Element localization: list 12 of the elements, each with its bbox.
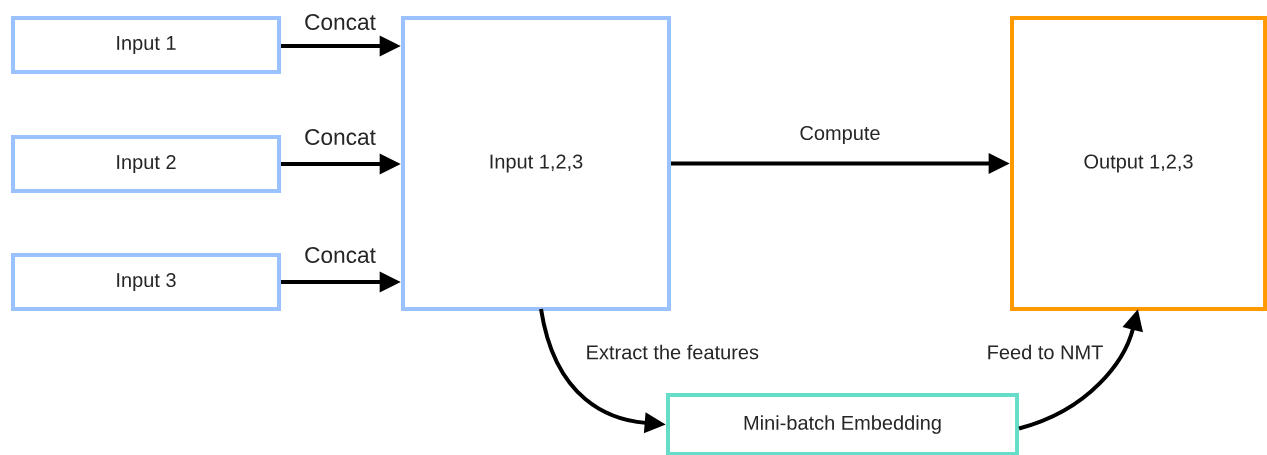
edge-label: Compute bbox=[800, 125, 880, 145]
edge-label: Concat bbox=[305, 247, 376, 264]
process-box: Input 3 bbox=[11, 253, 281, 311]
process-box: Input 2 bbox=[11, 135, 281, 193]
process-box: Output 1,2,3 bbox=[1009, 16, 1267, 311]
process-box: Input 1,2,3 bbox=[401, 16, 671, 311]
process-box: Input 1 bbox=[11, 16, 281, 74]
edge-label: Extract the features bbox=[587, 344, 759, 360]
edge-label: Concat bbox=[305, 14, 376, 31]
edge-label: Concat bbox=[305, 129, 376, 146]
process-box: Mini-batch Embedding bbox=[665, 393, 1020, 455]
edge-label: Feed to NMT bbox=[988, 344, 1103, 360]
